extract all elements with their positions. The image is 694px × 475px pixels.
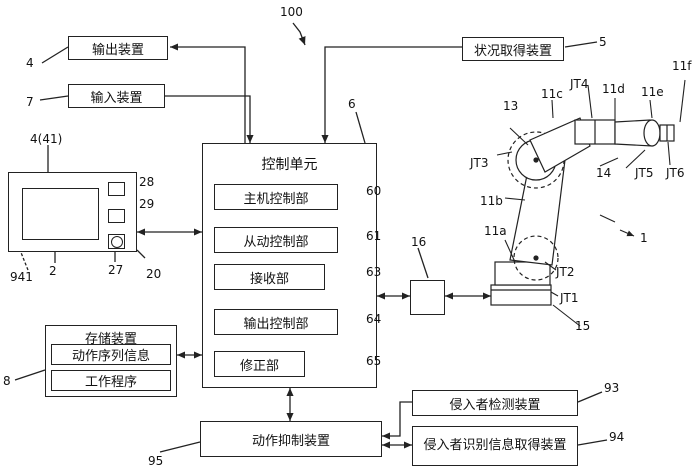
storage-item-program-label: 工作程序 bbox=[84, 375, 137, 390]
ref-id-94: 94 bbox=[609, 430, 625, 444]
robot-base-15 bbox=[490, 284, 552, 306]
ref-input-7: 7 bbox=[26, 95, 34, 109]
control-unit-title: 控制单元 bbox=[261, 157, 318, 173]
module-output-control: 输出控制部 bbox=[214, 309, 338, 335]
ref-output-4: 4 bbox=[26, 56, 34, 70]
ref-figure-100: 100 bbox=[280, 5, 303, 19]
ref-terminal-20: 20 bbox=[146, 267, 162, 281]
ref-link-11f: 11f bbox=[672, 59, 692, 73]
ref-module-65: 65 bbox=[366, 354, 382, 368]
terminal-screen bbox=[22, 188, 99, 240]
ref-detect-93: 93 bbox=[604, 381, 620, 395]
ref-suppress-95: 95 bbox=[148, 454, 164, 468]
ref-link-11a: 11a bbox=[484, 224, 507, 238]
ref-robot-15: 15 bbox=[575, 319, 591, 333]
module-output-control-label: 输出控制部 bbox=[243, 316, 309, 332]
module-receiver: 接收部 bbox=[214, 264, 325, 290]
box-16 bbox=[410, 280, 445, 315]
ref-robot-1: 1 bbox=[640, 231, 648, 245]
ref-link-11d: 11d bbox=[602, 82, 625, 96]
module-slave-control: 从动控制部 bbox=[214, 227, 338, 253]
ref-terminal-29: 29 bbox=[139, 197, 155, 211]
ref-joint-jt2: JT2 bbox=[556, 265, 575, 279]
motion-suppress-box: 动作抑制装置 bbox=[200, 421, 382, 457]
ref-link-11c: 11c bbox=[541, 87, 563, 101]
storage-item-sequence-label: 动作序列信息 bbox=[71, 349, 150, 364]
terminal-knob-icon bbox=[110, 235, 123, 248]
input-device-box: 输入装置 bbox=[68, 84, 165, 108]
output-device-label: 输出装置 bbox=[91, 42, 144, 58]
intruder-detect-box: 侵入者检测装置 bbox=[412, 390, 578, 416]
module-correction-label: 修正部 bbox=[239, 358, 279, 374]
ref-link-11e: 11e bbox=[641, 85, 664, 99]
module-host-control-label: 主机控制部 bbox=[243, 191, 309, 207]
ref-terminal-28: 28 bbox=[139, 175, 155, 189]
module-slave-control-label: 从动控制部 bbox=[243, 234, 309, 250]
module-receiver-label: 接收部 bbox=[249, 271, 289, 287]
output-device-box: 输出装置 bbox=[68, 36, 168, 60]
ref-robot-13: 13 bbox=[503, 99, 519, 113]
ref-module-64: 64 bbox=[366, 312, 382, 326]
terminal-button-29 bbox=[108, 209, 125, 223]
ref-terminal-941: 941 bbox=[10, 270, 33, 284]
intruder-id-label: 侵入者识别信息取得装置 bbox=[423, 438, 567, 453]
ref-joint-jt5: JT5 bbox=[635, 166, 654, 180]
ref-joint-jt1: JT1 bbox=[560, 291, 579, 305]
storage-item-sequence: 动作序列信息 bbox=[51, 344, 171, 365]
ref-status-5: 5 bbox=[599, 35, 607, 49]
status-device-label: 状况取得装置 bbox=[473, 43, 552, 59]
ref-terminal-27: 27 bbox=[108, 263, 124, 277]
ref-joint-jt3: JT3 bbox=[470, 156, 489, 170]
ref-module-60: 60 bbox=[366, 184, 382, 198]
terminal-button-27 bbox=[108, 234, 125, 249]
ref-joint-jt4: JT4 bbox=[570, 77, 589, 91]
ref-module-61: 61 bbox=[366, 229, 382, 243]
intruder-detect-label: 侵入者检测装置 bbox=[449, 397, 541, 413]
storage-item-program: 工作程序 bbox=[51, 370, 171, 391]
ref-terminal-screen: 4(41) bbox=[30, 132, 63, 146]
module-correction: 修正部 bbox=[214, 351, 305, 377]
ref-link-11b: 11b bbox=[480, 194, 503, 208]
input-device-label: 输入装置 bbox=[90, 90, 143, 106]
module-host-control: 主机控制部 bbox=[214, 184, 338, 210]
intruder-id-box: 侵入者识别信息取得装置 bbox=[412, 426, 578, 466]
storage-device-title: 存储装置 bbox=[84, 332, 137, 347]
ref-module-63: 63 bbox=[366, 265, 382, 279]
ref-storage-8: 8 bbox=[3, 374, 11, 388]
terminal-button-28 bbox=[108, 182, 125, 196]
status-device-box: 状况取得装置 bbox=[462, 37, 564, 61]
motion-suppress-label: 动作抑制装置 bbox=[251, 433, 330, 449]
ref-box-16: 16 bbox=[411, 235, 427, 249]
ref-control-6: 6 bbox=[348, 97, 356, 111]
ref-joint-jt6: JT6 bbox=[666, 166, 685, 180]
ref-robot-14: 14 bbox=[596, 166, 612, 180]
ref-terminal-2: 2 bbox=[49, 264, 57, 278]
